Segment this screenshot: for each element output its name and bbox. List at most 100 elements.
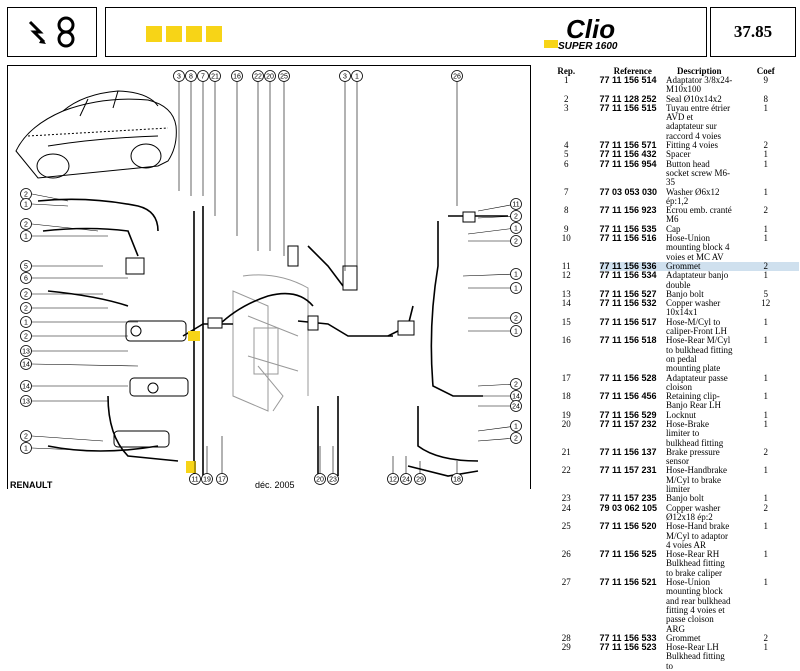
left-callout: 13 [20,345,32,357]
reference-cell: 77 11 157 235 [599,493,657,504]
rep-cell: 18 [561,391,571,402]
rep-cell: 23 [561,493,571,504]
left-callout-label: 1 [24,234,28,241]
bottom-callout: 18 [451,473,463,485]
reference-cell: 77 11 156 517 [599,316,657,327]
top-callout-label: 3 [177,74,181,81]
coef-cell: 1 [763,549,769,560]
title-banner: Clio SUPER 1600 [105,7,707,57]
description-cell: Banjo bolt [666,288,704,299]
right-callout-label: 11 [512,202,519,209]
coef-cell: 9 [763,75,769,85]
header-coef: Coef [756,65,775,76]
description-cell: Washer Ø6x12 ép:1,2 [666,186,720,206]
top-callout: 25 [278,70,290,82]
coef-cell: 1 [763,409,769,420]
reference-cell: 77 11 157 232 [599,418,657,429]
reference-cell: 77 11 156 923 [599,205,657,216]
reference-cell: 77 11 156 532 [599,298,657,309]
description-cell: Hose-Rear LH Bulkhead fitting to [666,642,725,671]
page-number: 37.85 [710,7,796,57]
rep-cell: 29 [561,642,571,653]
rep-cell: 22 [561,465,571,476]
right-callout-label: 1 [514,424,518,431]
coef-cell: 1 [763,102,769,113]
bottom-callout-label: 23 [329,477,337,484]
bottom-callout: 12 [387,473,399,485]
right-callout: 1 [510,222,522,234]
right-callout-label: 14 [512,394,520,401]
right-callout-label: 1 [514,226,518,233]
right-callout: 2 [510,378,522,390]
section-icon-box [7,7,97,57]
bottom-callout: 23 [327,473,339,485]
reference-cell: 77 11 156 525 [599,549,657,560]
right-callout-label: 2 [514,316,518,323]
left-callout: 1 [20,230,32,242]
rep-cell: 13 [561,288,571,299]
left-callout-label: 1 [24,446,28,453]
top-callout: 3 [339,70,351,82]
accent-square-1 [146,26,162,42]
coef-cell: 8 [763,93,769,104]
rep-cell: 14 [561,298,571,309]
coef-cell: 1 [763,223,769,234]
left-callout-label: 2 [24,292,28,299]
reference-cell: 77 11 156 529 [599,409,657,420]
header-rep: Rep. [557,65,576,76]
rep-cell: 5 [564,149,569,160]
top-callout: 26 [451,70,463,82]
coef-cell: 1 [763,233,769,244]
rep-cell: 28 [561,632,571,643]
rep-cell: 2 [564,93,569,104]
bottom-callout-label: 20 [316,477,324,484]
description-cell: Brake pressure sensor [666,446,720,467]
left-callout: 2 [20,430,32,442]
bottom-callout: 19 [201,473,213,485]
coef-cell: 2 [763,205,769,216]
right-callout-label: 1 [514,272,518,279]
rep-cell: 17 [561,372,571,383]
left-callout-label: 14 [22,362,30,369]
description-cell: Locknut [666,409,696,420]
left-callout-label: 2 [24,192,28,199]
bottom-callout: 17 [216,473,228,485]
top-callout: 21 [209,70,221,82]
bottom-callout-label: 29 [416,477,424,484]
reference-cell: 77 11 156 533 [599,632,657,643]
coef-cell: 1 [763,335,769,346]
